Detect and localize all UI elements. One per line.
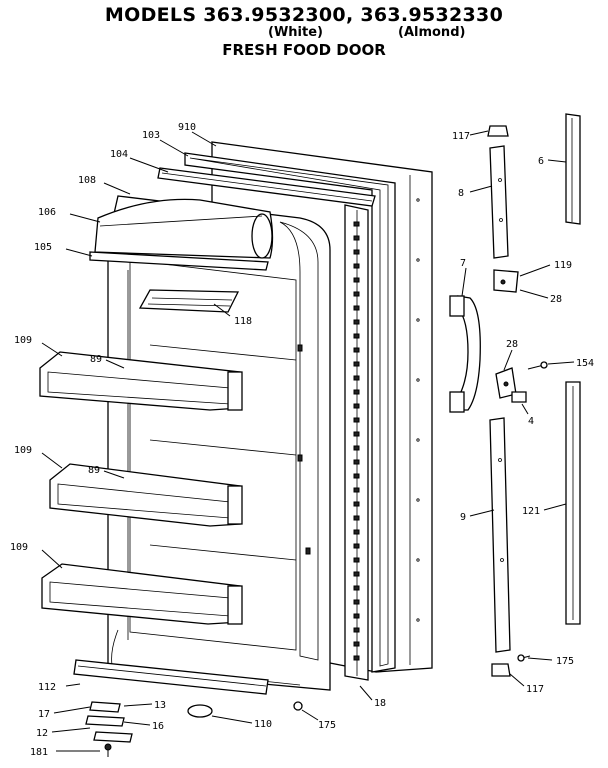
callout-181: 181 — [30, 747, 48, 758]
callout-7: 7 — [460, 258, 466, 269]
bottom-door-trim — [73, 659, 269, 695]
strip-hole — [353, 403, 360, 409]
strip-hole — [353, 235, 360, 241]
strip-hole — [353, 543, 360, 549]
callout-16: 16 — [152, 721, 164, 732]
screw-175-right — [517, 654, 531, 662]
callout-175-right: 175 — [556, 656, 574, 667]
callout-109-top: 109 — [14, 335, 32, 346]
handle-cap-117-bottom — [491, 663, 511, 677]
strip-hole — [353, 375, 360, 381]
handle-cap-117-top — [487, 125, 509, 137]
color-label-white: (White) — [268, 25, 323, 40]
callout-17: 17 — [38, 709, 50, 720]
strip-hole — [353, 305, 360, 311]
strip-hole — [353, 333, 360, 339]
strip-hole — [353, 613, 360, 619]
handle-mount-9 — [489, 417, 511, 653]
callout-110: 110 — [254, 719, 272, 730]
breaker-strip-side — [344, 204, 369, 681]
strip-hole — [353, 473, 360, 479]
callout-109-middle: 109 — [14, 445, 32, 456]
strip-hole — [353, 641, 360, 647]
callout-175-lower: 175 — [318, 720, 336, 731]
callout-112: 112 — [38, 682, 56, 693]
clip-4 — [511, 391, 527, 403]
callout-109-bottom: 109 — [10, 542, 28, 553]
strip-hole — [353, 515, 360, 521]
callout-105: 105 — [34, 242, 52, 253]
strip-hole — [353, 319, 360, 325]
color-label-almond: (Almond) — [398, 25, 466, 40]
strip-hole — [353, 655, 360, 661]
handle-7 — [449, 295, 481, 413]
callout-8: 8 — [458, 188, 464, 199]
callout-108: 108 — [78, 175, 96, 186]
callout-118: 118 — [234, 316, 252, 327]
strip-hole — [353, 445, 360, 451]
callout-labels: 910 103 104 108 106 105 118 109 89 109 8… — [10, 122, 594, 758]
callout-106: 106 — [38, 207, 56, 218]
strip-hole — [353, 249, 360, 255]
screw-154 — [527, 361, 548, 370]
callout-12: 12 — [36, 728, 48, 739]
strip-hole — [353, 627, 360, 633]
callout-119: 119 — [554, 260, 572, 271]
breaker-strip-holes — [353, 221, 360, 661]
trim-6 — [565, 113, 581, 225]
dairy-door-retainer — [89, 251, 269, 271]
callout-6: 6 — [538, 156, 544, 167]
strip-hole — [353, 389, 360, 395]
dairy-compartment-door — [94, 198, 274, 259]
strip-hole — [353, 361, 360, 367]
strip-hole — [353, 291, 360, 297]
egg-tray — [138, 289, 240, 313]
strip-hole — [353, 277, 360, 283]
strip-hole — [353, 529, 360, 535]
callout-13: 13 — [154, 700, 166, 711]
strip-hole — [353, 263, 360, 269]
handle-mount-8 — [489, 145, 509, 259]
door-shelf-3 — [41, 563, 243, 625]
strip-hole — [353, 431, 360, 437]
strip-hole — [353, 487, 360, 493]
leader-lines — [41, 130, 575, 752]
callout-104: 104 — [110, 149, 128, 160]
breaker-strip-top — [157, 167, 376, 207]
strip-hole — [353, 417, 360, 423]
strip-hole — [353, 501, 360, 507]
diagram-subtitle: FRESH FOOD DOOR — [222, 41, 386, 59]
callout-117-top: 117 — [452, 131, 470, 142]
callout-28-upper: 28 — [550, 294, 562, 305]
callout-28-lower: 28 — [506, 339, 518, 350]
trim-121 — [565, 381, 581, 625]
callout-103: 103 — [142, 130, 160, 141]
door-shelf-1 — [39, 351, 243, 411]
callout-117-bottom: 117 — [526, 684, 544, 695]
strip-hole — [353, 585, 360, 591]
strip-hole — [353, 599, 360, 605]
door-stop-110 — [187, 704, 213, 718]
callout-9: 9 — [460, 512, 466, 523]
screw-175-lower — [293, 701, 303, 711]
strip-hole — [353, 557, 360, 563]
diagram-title: MODELS 363.9532300, 363.9532330 — [104, 4, 504, 26]
callout-89-middle: 89 — [88, 465, 100, 476]
callout-4: 4 — [528, 416, 534, 427]
strip-hole — [353, 347, 360, 353]
strip-hole — [353, 571, 360, 577]
callout-89-top: 89 — [90, 354, 102, 365]
strip-hole — [353, 459, 360, 465]
hinge-119 — [493, 269, 519, 293]
callout-121: 121 — [522, 506, 540, 517]
callout-18: 18 — [374, 698, 386, 709]
door-stop-parts — [85, 701, 133, 757]
door-gasket — [184, 152, 396, 673]
callout-910: 910 — [178, 122, 196, 133]
strip-hole — [353, 221, 360, 227]
door-shelf-2 — [49, 463, 243, 527]
callout-154: 154 — [576, 358, 594, 369]
